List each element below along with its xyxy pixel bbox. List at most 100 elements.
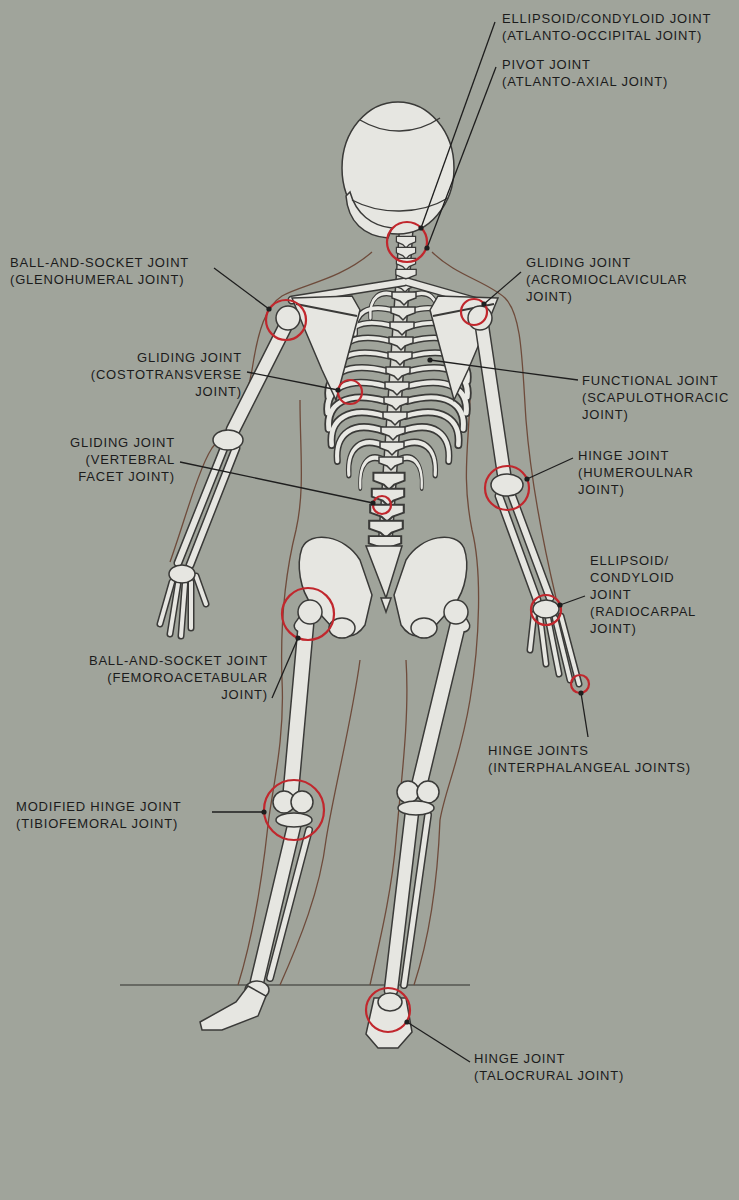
body-outline bbox=[414, 400, 479, 985]
pelvis bbox=[411, 618, 437, 638]
limb-bones bbox=[378, 993, 402, 1011]
joint-label: PIVOT JOINT bbox=[502, 56, 591, 73]
leader-dot bbox=[335, 387, 340, 392]
spine bbox=[380, 442, 404, 455]
shoulder-girdle bbox=[292, 296, 498, 400]
limb-bones bbox=[160, 582, 172, 624]
leader-dot bbox=[261, 225, 583, 1024]
leader-dot bbox=[370, 500, 375, 505]
leader-line bbox=[427, 67, 496, 248]
limb-bones bbox=[213, 430, 243, 450]
joint-circle bbox=[531, 595, 561, 625]
leader-line bbox=[272, 638, 298, 698]
joint-label: (ACROMIOCLAVICULAR JOINT) bbox=[526, 271, 716, 305]
pelvis bbox=[299, 537, 467, 638]
leader-dot bbox=[578, 690, 583, 695]
leader-line bbox=[247, 372, 338, 390]
joint-label: (VERTEBRAL FACET JOINT) bbox=[55, 451, 175, 485]
leader-dot bbox=[295, 635, 300, 640]
shoulder-girdle bbox=[296, 304, 494, 316]
joint-circle bbox=[266, 300, 306, 340]
limb-bones bbox=[276, 813, 312, 827]
spine bbox=[385, 382, 409, 395]
joint-label: (HUMEROULNAR JOINT) bbox=[578, 464, 708, 498]
limb-bones bbox=[291, 791, 313, 813]
spine bbox=[389, 337, 413, 350]
skull bbox=[342, 102, 454, 238]
limb-bones bbox=[169, 565, 195, 583]
spine bbox=[373, 473, 404, 490]
leader-line bbox=[180, 22, 588, 1062]
leader-dot bbox=[424, 245, 429, 250]
joint-circle bbox=[366, 988, 410, 1032]
ribs bbox=[355, 308, 395, 334]
limb-bones bbox=[270, 830, 309, 978]
joint-label: (COSTOTRANSVERSE JOINT) bbox=[72, 366, 242, 400]
leader-dot bbox=[557, 602, 562, 607]
limb-bones bbox=[196, 576, 206, 604]
limb-bones bbox=[482, 326, 504, 474]
joint-label: (SCAPULOTHORACIC JOINT) bbox=[582, 389, 732, 423]
joint-label: BALL-AND-SOCKET JOINT bbox=[10, 254, 189, 271]
joint-circle bbox=[485, 466, 529, 510]
spine bbox=[384, 397, 408, 410]
limb-bones bbox=[533, 600, 559, 618]
joint-label: (TALOCRURAL JOINT) bbox=[474, 1067, 624, 1084]
limb-bones bbox=[404, 815, 428, 985]
joint-circle bbox=[373, 496, 391, 514]
joint-circle bbox=[264, 222, 589, 1032]
limb-bones bbox=[417, 781, 439, 803]
spine bbox=[381, 427, 405, 440]
limb-bones bbox=[398, 801, 434, 815]
spine bbox=[369, 521, 403, 538]
limb-bones bbox=[170, 584, 178, 634]
joint-label: BALL-AND-SOCKET JOINT bbox=[89, 652, 268, 669]
leader-line bbox=[430, 360, 578, 380]
limb-bones bbox=[482, 326, 504, 474]
spine bbox=[396, 247, 415, 259]
joint-label: MODIFIED HINGE JOINT bbox=[16, 798, 182, 815]
limb-bones bbox=[276, 306, 300, 330]
leader-dot bbox=[427, 357, 432, 362]
limb-bones bbox=[181, 584, 185, 636]
joint-circle bbox=[387, 222, 427, 262]
leader-line bbox=[180, 462, 373, 503]
limb-bones bbox=[420, 624, 458, 782]
spine bbox=[383, 412, 407, 425]
joint-label: ELLIPSOID/CONDYLOID JOINT bbox=[502, 10, 711, 27]
joint-circle bbox=[338, 380, 362, 404]
joint-circle bbox=[282, 588, 334, 640]
limb-bones bbox=[181, 584, 185, 636]
limb-bones bbox=[189, 582, 193, 628]
pelvis bbox=[366, 546, 402, 598]
limb-bones bbox=[468, 306, 492, 330]
leader-dot bbox=[481, 301, 486, 306]
skull bbox=[352, 118, 448, 211]
limb-bones bbox=[178, 448, 224, 563]
limb-bones bbox=[561, 616, 579, 684]
joint-circle bbox=[571, 675, 589, 693]
ground-line bbox=[120, 985, 470, 986]
limb-bones bbox=[444, 600, 468, 624]
spine bbox=[396, 236, 415, 248]
limb-bones bbox=[196, 576, 206, 604]
leader-line bbox=[484, 272, 521, 304]
limb-bones bbox=[491, 474, 523, 496]
shoulder-girdle bbox=[292, 282, 498, 400]
leader-dot bbox=[524, 476, 529, 481]
joint-label: FUNCTIONAL JOINT bbox=[582, 372, 719, 389]
limb-bones bbox=[188, 582, 195, 628]
joint-label: (RADIOCARPAL JOINT) bbox=[590, 603, 708, 637]
joint-label: HINGE JOINT bbox=[474, 1050, 565, 1067]
joint-label: GLIDING JOINT bbox=[526, 254, 631, 271]
leader-line bbox=[560, 596, 585, 605]
leader-line bbox=[581, 693, 588, 737]
joint-label: (TIBIOFEMORAL JOINT) bbox=[16, 815, 178, 832]
leader-dot bbox=[404, 1019, 409, 1024]
spine bbox=[386, 367, 410, 380]
leader-line bbox=[421, 22, 495, 228]
skull bbox=[346, 192, 392, 238]
joint-label: ELLIPSOID/ CONDYLOID JOINT bbox=[590, 552, 708, 603]
